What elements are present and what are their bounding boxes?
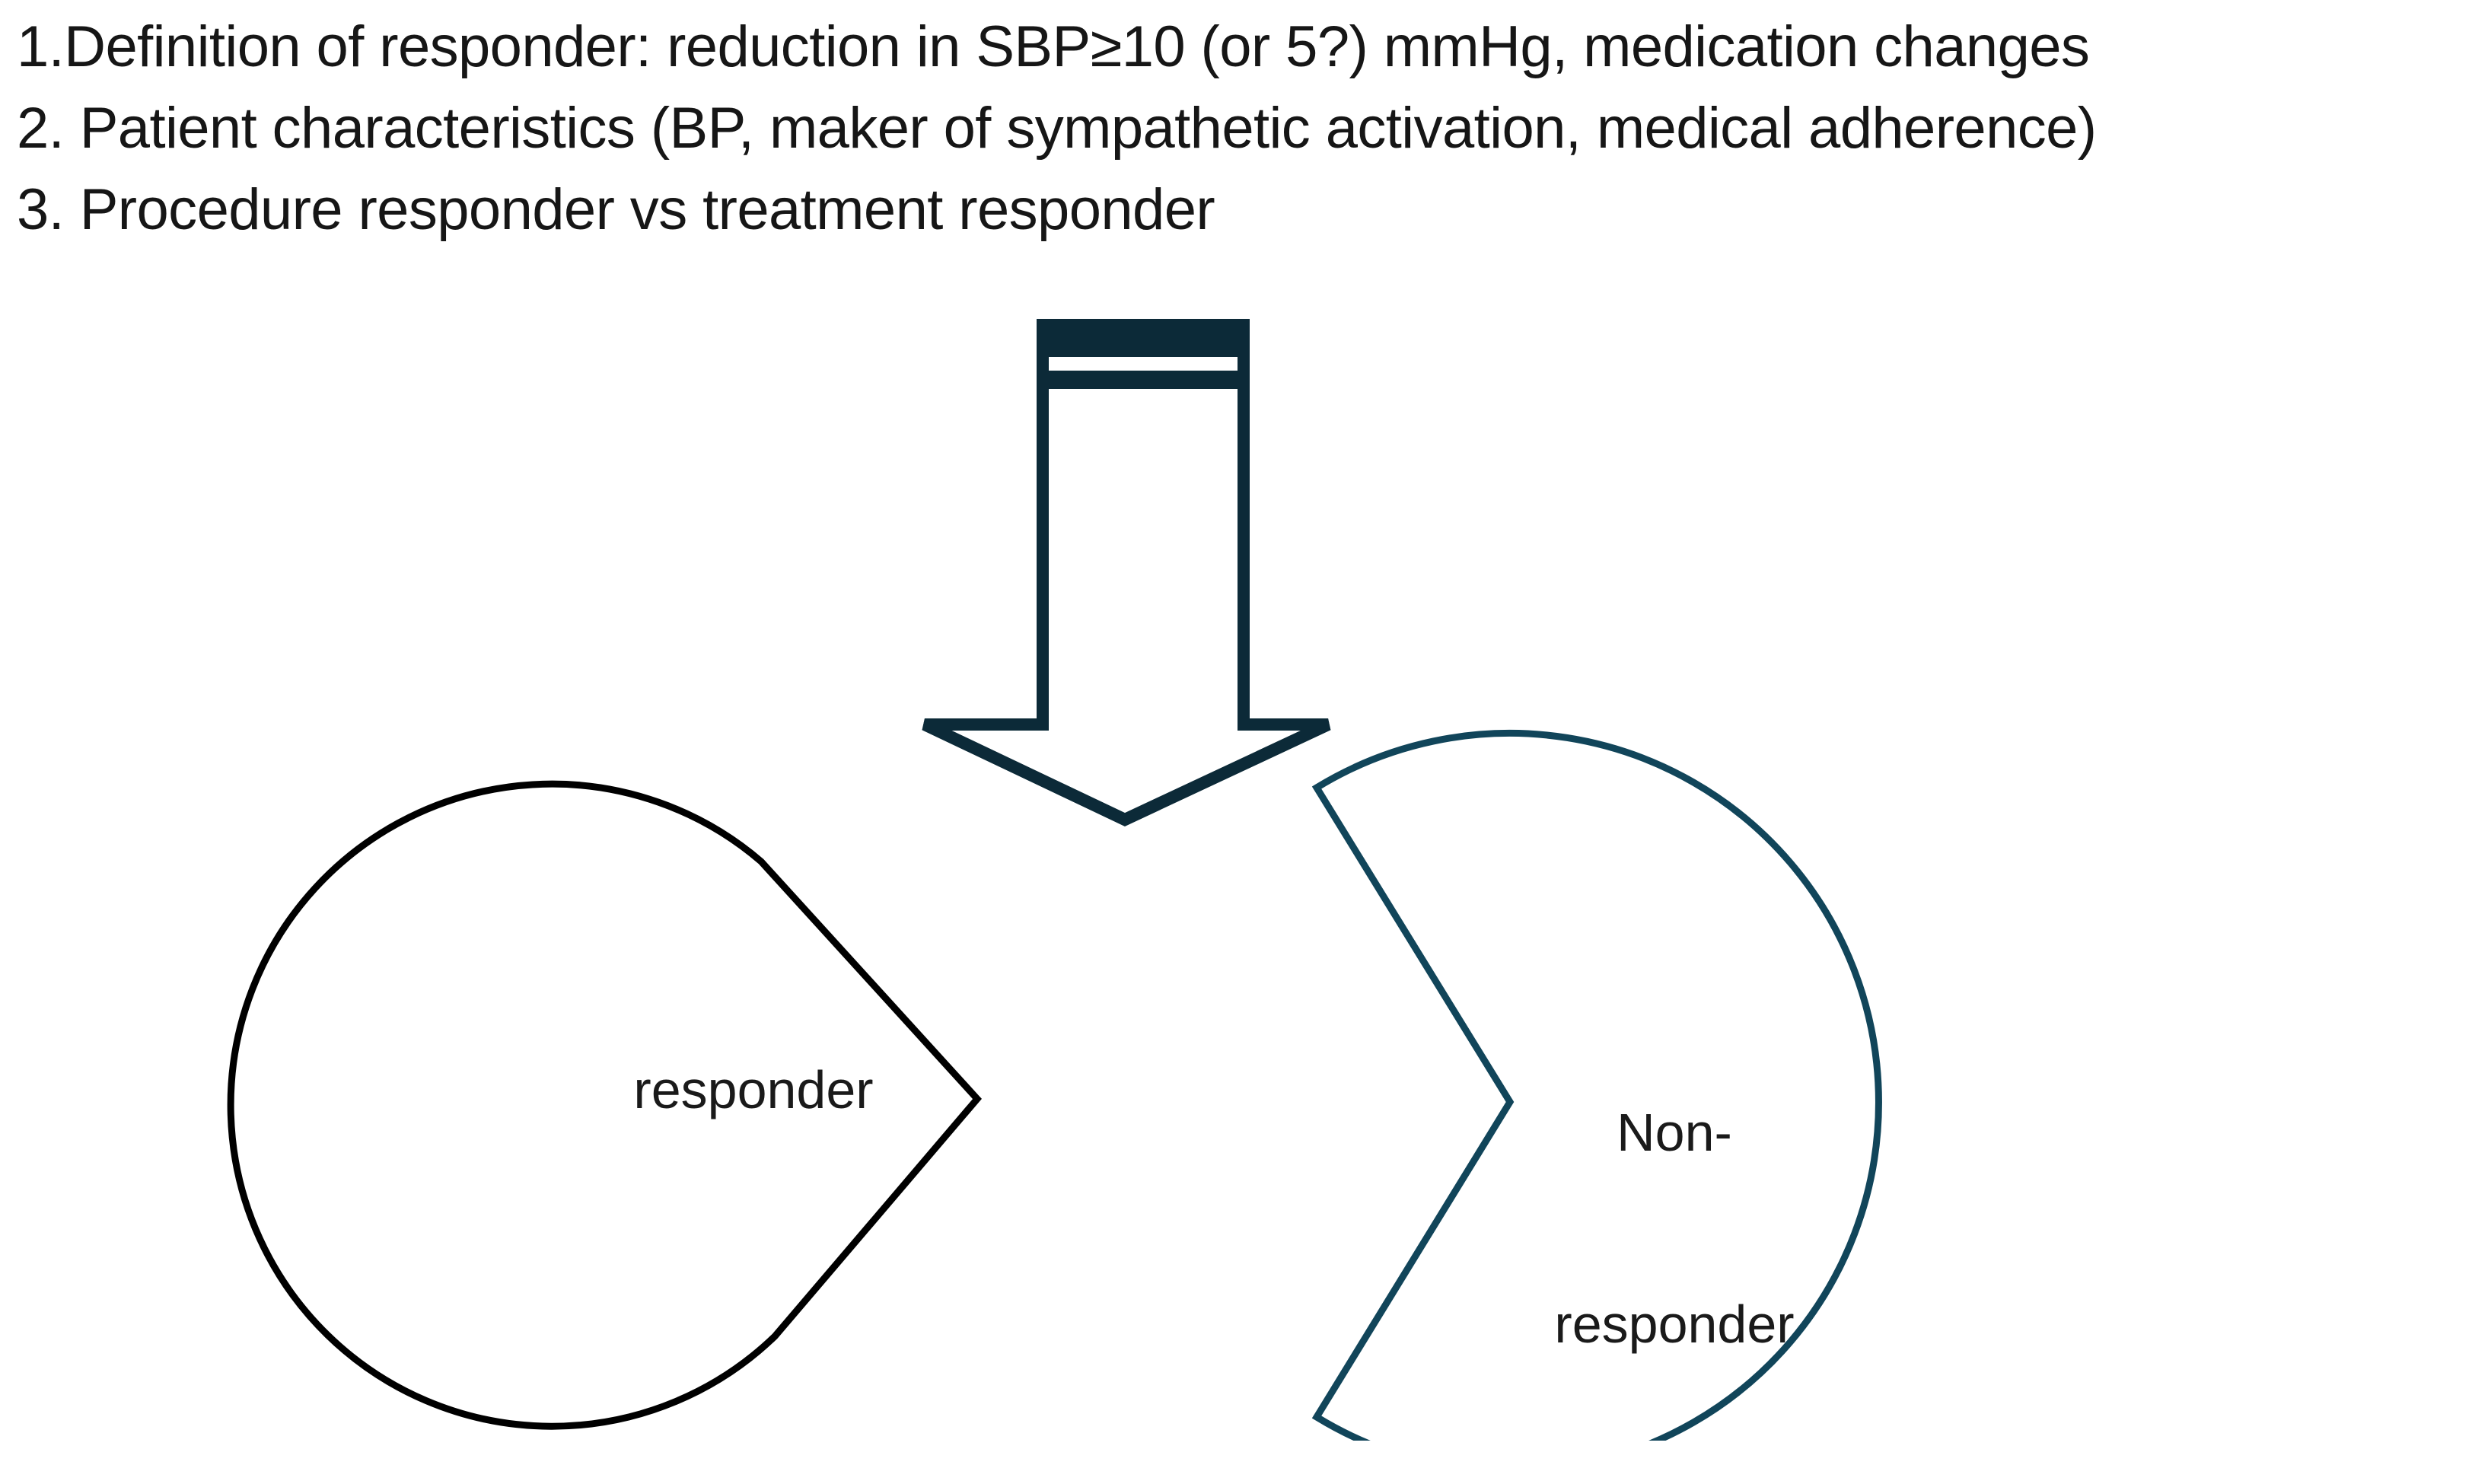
non-responder-pacman-path	[1311, 730, 1882, 1441]
diagram-area: responder Non- responder	[227, 319, 1882, 1441]
bullet-line-1: 1.Definition of responder: reduction in …	[17, 14, 2090, 79]
non-responder-label-line-2: responder	[1554, 1295, 1795, 1354]
non-responder-label-line-1: Non-	[1617, 1103, 1732, 1162]
bullet-line-3: 3. Procedure responder vs treatment resp…	[17, 177, 1215, 242]
responder-pie-shape[interactable]	[227, 780, 982, 1430]
arrow-stripe-gap-1	[1043, 357, 1244, 371]
non-responder-label: Non- responder	[1515, 973, 1834, 1484]
striped-down-arrow	[922, 319, 1331, 826]
responder-pie-path	[227, 780, 982, 1430]
bullet-text-block: 1.Definition of responder: reduction in …	[17, 6, 2483, 250]
bullet-line-2: 2. Patient characteristics (BP, maker of…	[17, 96, 2097, 161]
arrow-outline	[922, 319, 1331, 826]
diagram-svg	[227, 319, 1882, 1441]
slide-canvas: 1.Definition of responder: reduction in …	[17, 6, 2483, 1441]
arrow-outline-overlay	[922, 319, 1331, 826]
arrow-stripe-band-2	[1043, 371, 1244, 389]
responder-label: responder	[633, 1060, 874, 1119]
non-responder-pacman-shape[interactable]	[1311, 730, 1882, 1441]
